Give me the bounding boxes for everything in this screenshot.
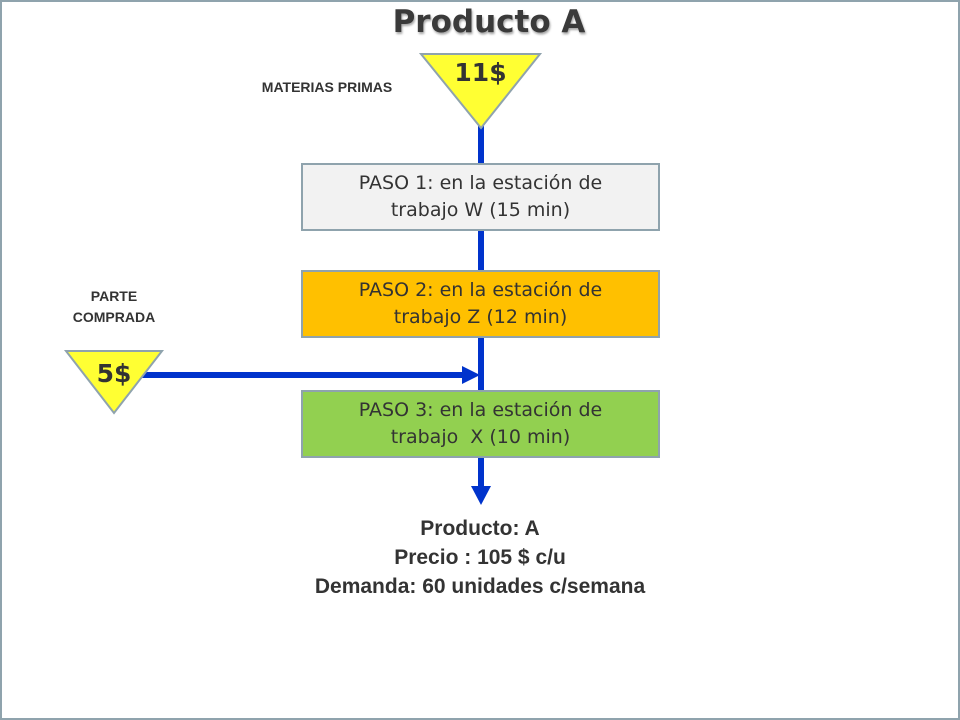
diagram-title: Producto A xyxy=(392,4,586,40)
step-2-line1: PASO 2: en la estación de xyxy=(358,279,603,301)
purchased-part-triangle xyxy=(63,350,165,415)
purchased-part-label-line2: COMPRADA xyxy=(72,309,156,325)
step-1-box: PASO 1: en la estación de trabajo W (15 … xyxy=(301,163,660,231)
step-3-box: PASO 3: en la estación de trabajo X (10 … xyxy=(301,390,660,458)
purchased-part-cost: 5$ xyxy=(96,359,132,388)
purchased-part-label: PARTE COMPRADA xyxy=(44,286,184,328)
summary-demand: Demanda: 60 unidades c/semana xyxy=(314,575,646,598)
step-1-line2: trabajo W (15 min) xyxy=(390,199,571,221)
step-1-line1: PASO 1: en la estación de xyxy=(358,172,603,194)
purchased-part-arrowhead xyxy=(462,366,480,384)
purchased-part-label-line1: PARTE xyxy=(90,288,138,304)
raw-materials-label: MATERIAS PRIMAS xyxy=(261,79,393,95)
step-2-line2: trabajo Z (12 min) xyxy=(393,306,568,328)
step-3-line1: PASO 3: en la estación de xyxy=(358,399,603,421)
product-summary: Producto: A Precio : 105 $ c/u Demanda: … xyxy=(200,514,760,601)
raw-materials-cost: 11$ xyxy=(454,58,507,87)
step-2-box: PASO 2: en la estación de trabajo Z (12 … xyxy=(301,270,660,338)
summary-product: Producto: A xyxy=(420,517,540,540)
main-flow-arrowhead xyxy=(471,486,491,505)
summary-price: Precio : 105 $ c/u xyxy=(394,546,566,569)
raw-materials-triangle xyxy=(418,53,543,130)
step-3-line2: trabajo X (10 min) xyxy=(390,426,571,448)
